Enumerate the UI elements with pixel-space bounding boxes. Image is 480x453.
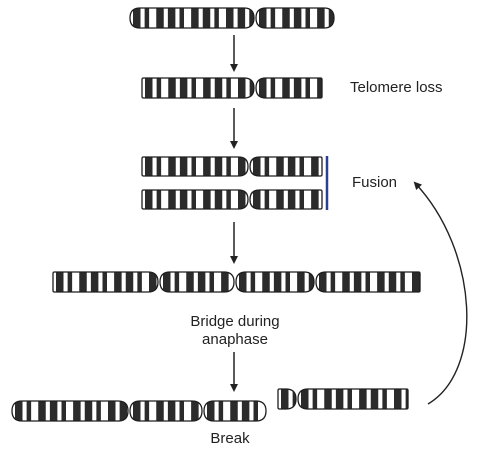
chromosome-arm (130, 401, 202, 421)
chromosome-group (11, 7, 421, 422)
chromosome-arm (160, 272, 234, 292)
chromosome-arm (278, 389, 296, 409)
broken-fragment-right (277, 388, 409, 410)
arrow-group (230, 35, 468, 405)
chromosome-arm (204, 401, 266, 421)
chromosome-arm (250, 190, 322, 209)
chromosome-arm (142, 78, 254, 98)
chromatid-top (141, 156, 323, 177)
chromatid-bottom (141, 189, 323, 210)
chromosome-arm (142, 157, 248, 176)
chromosome-arm (236, 272, 314, 292)
chromosome-arm (250, 157, 322, 176)
chromosome-arm (53, 272, 158, 292)
chromosome-arm (316, 272, 420, 292)
dicentric-bridge-chromosome (52, 271, 421, 293)
label-bridge-line1: Bridge during (190, 313, 280, 330)
chromosome-arm (256, 8, 334, 28)
label-fusion: Fusion (352, 174, 398, 191)
chromosome-arm (298, 389, 408, 409)
chromosome-arm (130, 8, 254, 28)
chromosome-intact (129, 7, 335, 29)
cycle-return-arrow (413, 181, 468, 405)
chromosome-arm (256, 78, 322, 98)
chromosome-telomere-loss (141, 77, 323, 99)
label-break: Break (210, 430, 250, 447)
label-telomere-loss: Telomere loss (350, 79, 443, 96)
broken-fragment-left (11, 400, 267, 422)
chromosome-arm (12, 401, 128, 421)
label-bridge-line2: anaphase (202, 331, 268, 348)
chromosome-arm (142, 190, 248, 209)
